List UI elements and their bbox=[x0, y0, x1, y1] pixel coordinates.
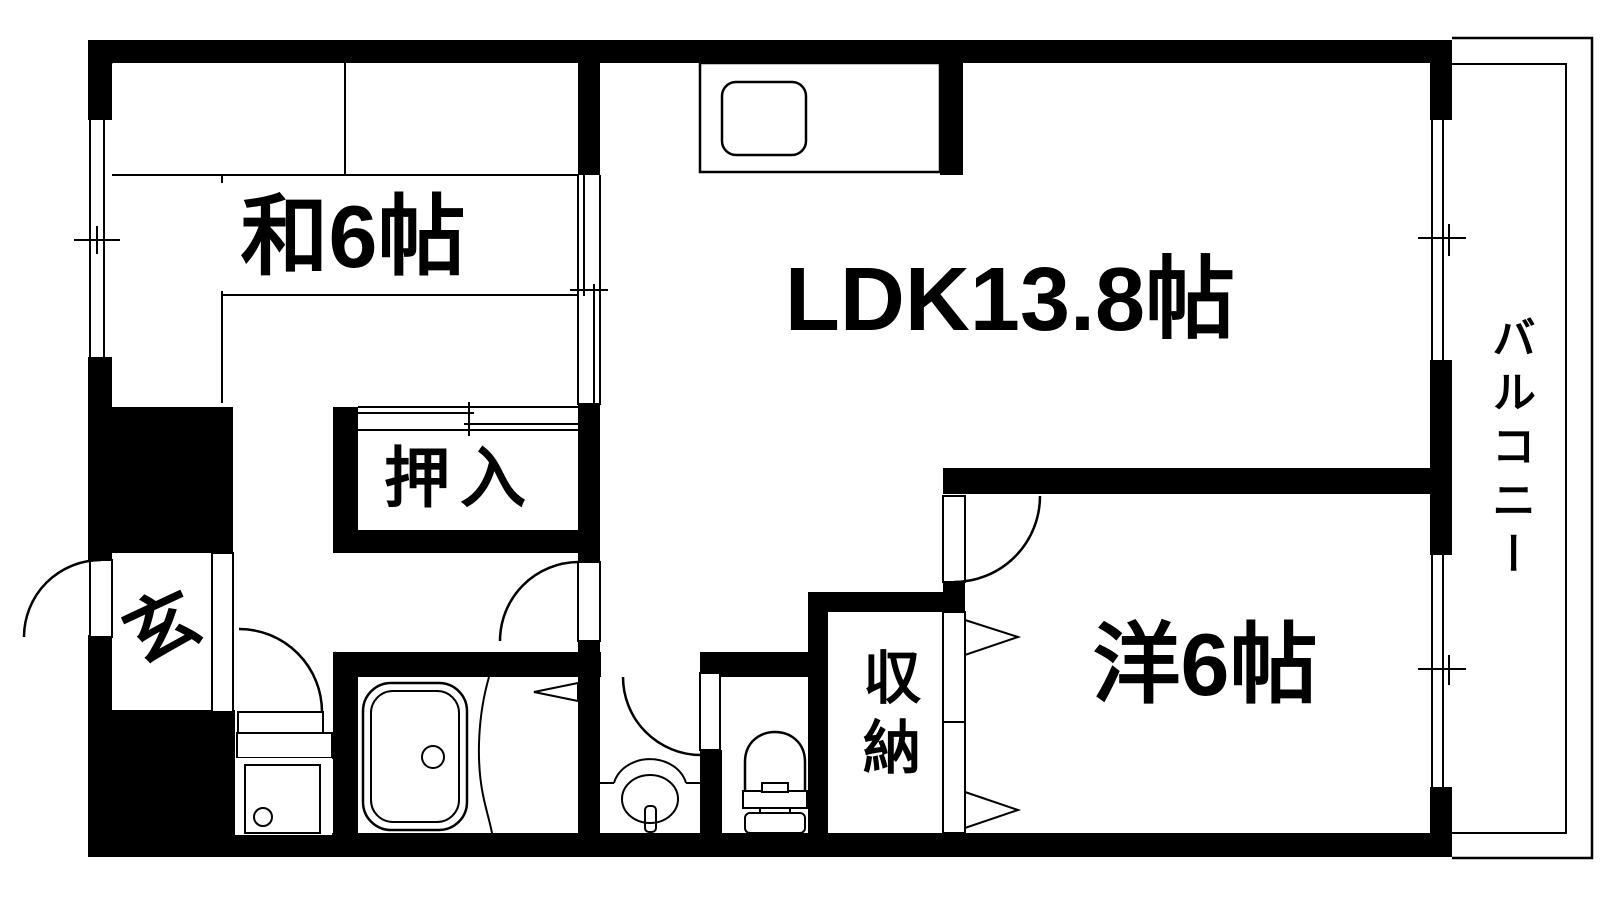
storage-folding-doors bbox=[942, 611, 1022, 834]
wall-left-entry-lower bbox=[88, 635, 112, 715]
label-japanese-room: 和6帖 bbox=[240, 187, 466, 286]
entrance-hall-door bbox=[236, 627, 333, 759]
wall-hall-ldk-upper bbox=[578, 430, 600, 562]
wall-right-mid bbox=[1430, 360, 1452, 555]
wall-kitchen-right bbox=[940, 42, 963, 175]
entrance-step bbox=[211, 552, 234, 713]
label-ldk: LDK13.8帖 bbox=[784, 250, 1236, 350]
wall-washroom-left bbox=[578, 641, 600, 835]
wall-right-top bbox=[1430, 42, 1452, 120]
hall-ldk-door bbox=[498, 560, 601, 642]
wall-washitsu-right-top bbox=[578, 40, 600, 175]
wall-washitsu-right-block bbox=[578, 403, 600, 430]
western-room-door bbox=[942, 495, 1042, 584]
window-japanese-room-left bbox=[74, 120, 120, 357]
wall-bottom bbox=[88, 833, 1452, 857]
washing-machine-pan-icon bbox=[235, 758, 332, 835]
bathtub-icon bbox=[361, 676, 493, 834]
wall-western-door-block bbox=[943, 582, 965, 612]
window-ldk-balcony bbox=[1418, 120, 1466, 360]
wall-block-above-entrance bbox=[88, 407, 233, 553]
kitchen-counter-icon bbox=[698, 61, 942, 174]
sliding-door-oshiire bbox=[358, 402, 578, 436]
label-western-room: 洋6帖 bbox=[1092, 615, 1318, 714]
sliding-door-washitsu-ldk bbox=[570, 175, 608, 405]
wall-bath-left bbox=[333, 652, 358, 835]
walls bbox=[88, 40, 1452, 857]
wall-left-entry-upper bbox=[88, 551, 112, 562]
wall-left-mid bbox=[88, 357, 112, 409]
entrance-door bbox=[22, 558, 113, 638]
wall-oshiire-left bbox=[333, 407, 358, 553]
label-balcony: バルコニー bbox=[1485, 315, 1534, 585]
washbasin-icon bbox=[597, 758, 700, 833]
window-western-room-balcony bbox=[1418, 555, 1466, 787]
balcony-outline bbox=[1452, 36, 1594, 860]
label-oshiire: 押入 bbox=[384, 441, 536, 515]
wall-oshiire-bottom bbox=[333, 530, 600, 553]
label-storage: 収納 bbox=[854, 647, 919, 787]
wall-top bbox=[88, 40, 1452, 63]
label-backing bbox=[220, 183, 490, 291]
wall-hall-bath bbox=[333, 652, 601, 677]
wall-storage-left bbox=[808, 592, 828, 835]
washroom-door bbox=[621, 672, 721, 757]
bathroom-folding-door bbox=[533, 681, 579, 703]
wall-storage-top bbox=[808, 592, 943, 612]
wall-western-room-top bbox=[943, 468, 1452, 494]
wall-right-bottom bbox=[1430, 787, 1452, 857]
wall-washroom-toilet-bottom bbox=[700, 750, 722, 835]
toilet-icon bbox=[742, 730, 808, 834]
wall-block-bottom-left bbox=[88, 710, 235, 857]
